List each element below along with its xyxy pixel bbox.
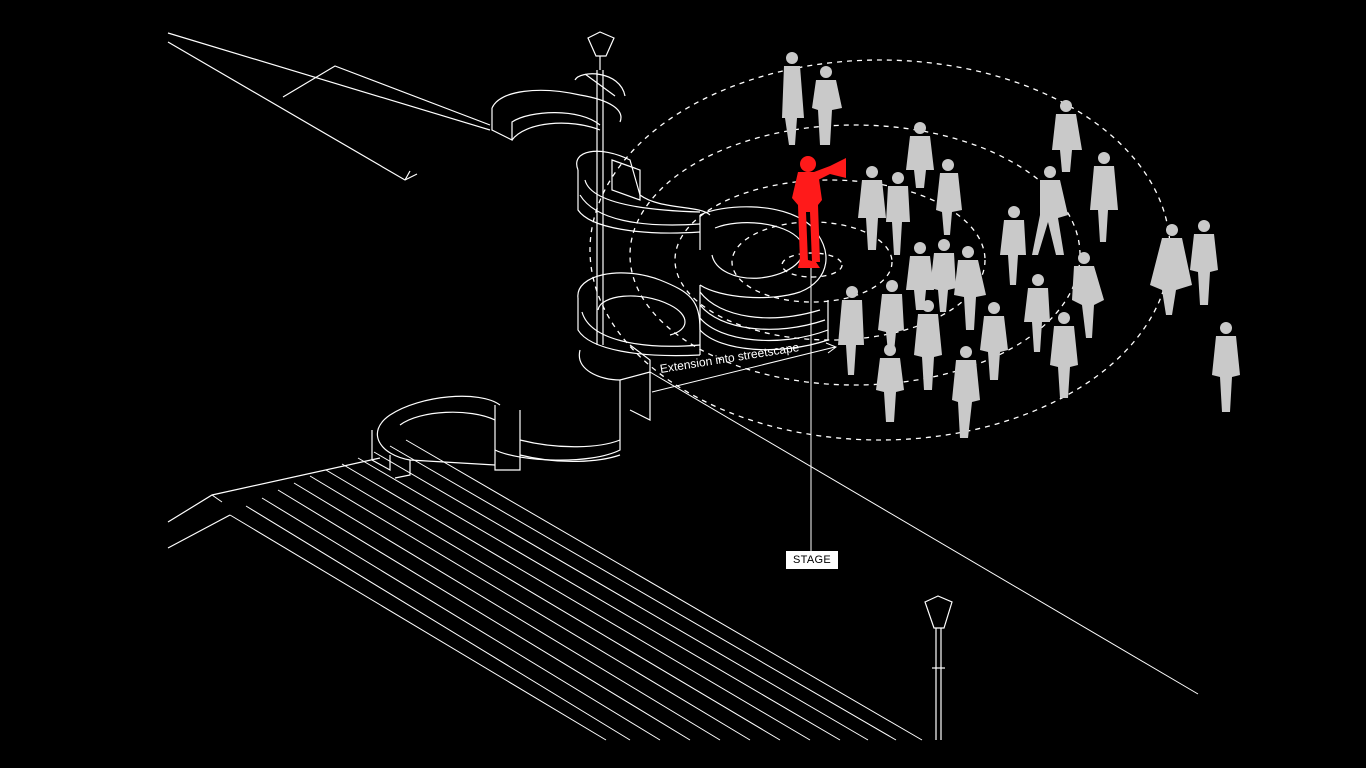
street-edge-line <box>649 371 1199 695</box>
crowd-figure <box>954 246 986 330</box>
crowd <box>782 52 1240 438</box>
upper-terrain-lines <box>167 32 491 181</box>
crowd-figure <box>1052 100 1082 172</box>
street-lamp-icon <box>924 595 953 740</box>
stage-label: STAGE <box>786 551 838 569</box>
megaphone-speaker-figure <box>792 156 846 268</box>
extension-arrow <box>651 342 838 393</box>
crowd-figure <box>1150 224 1192 315</box>
crowd-figure <box>782 52 804 145</box>
stairs <box>167 439 923 741</box>
crowd-figure <box>838 286 864 375</box>
crowd-figure <box>906 242 934 310</box>
crowd-figure <box>906 122 934 188</box>
street-lamp-icon <box>574 31 626 345</box>
crowd-figure <box>1032 166 1068 255</box>
crowd-figure <box>1190 220 1218 305</box>
crowd-figure <box>812 66 842 145</box>
crowd-figure <box>876 344 904 422</box>
crowd-figure <box>878 280 904 352</box>
crowd-figure <box>886 172 910 255</box>
crowd-figure <box>1024 274 1050 352</box>
crowd-figure <box>1000 206 1026 285</box>
crowd-figure <box>858 166 886 250</box>
crowd-figure <box>980 302 1008 380</box>
curved-bench-structure <box>371 89 829 479</box>
crowd-figure <box>1050 312 1078 398</box>
crowd-figure <box>1090 152 1118 242</box>
crowd-figure <box>1212 322 1240 412</box>
crowd-figure <box>914 300 942 390</box>
crowd-figure <box>952 346 980 438</box>
crowd-figure <box>1072 252 1104 338</box>
crowd-figure <box>930 239 956 312</box>
crowd-figure <box>936 159 962 235</box>
